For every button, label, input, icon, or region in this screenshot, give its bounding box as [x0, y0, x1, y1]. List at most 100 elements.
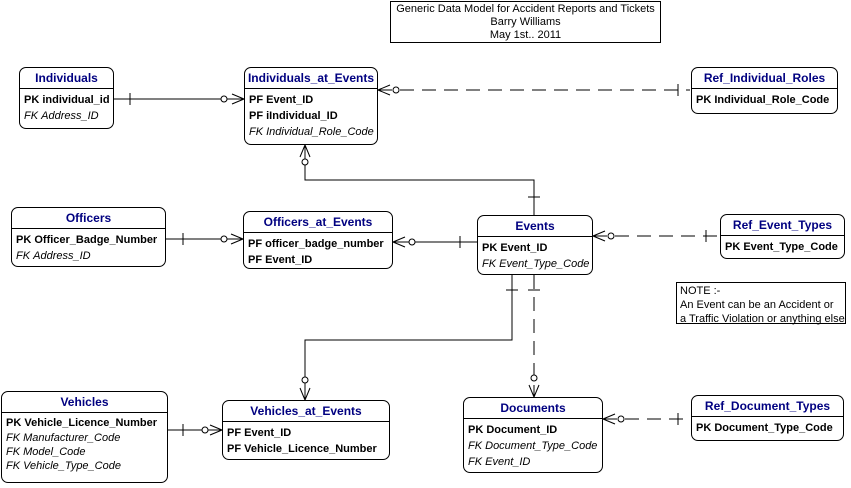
attribute-tag: PF [227, 427, 242, 439]
attribute-row: FK Model_Code [6, 445, 163, 459]
entity-officers[interactable]: Officers PK Officer_Badge_Number FK Addr… [11, 207, 166, 267]
entity-name: Officers [12, 208, 165, 229]
entity-name: Events [478, 216, 592, 237]
attribute-row: FK Individual_Role_Code [249, 124, 374, 140]
rel-events-to-officers-at-events [392, 236, 477, 248]
entity-individuals-at-events[interactable]: Individuals_at_Events PF Event_ID PF iIn… [244, 67, 378, 145]
attribute-tag: FK [24, 110, 39, 122]
attribute-row: FK Vehicle_Type_Code [6, 459, 163, 473]
attribute-row: FK Document_Type_Code [468, 438, 598, 454]
rel-events-to-vehicles-at-events [299, 275, 518, 401]
entity-name: Individuals_at_Events [245, 68, 377, 89]
entity-name: Ref_Event_Types [721, 215, 844, 236]
attribute-tag: FK [249, 126, 264, 138]
attribute-tag: FK [6, 460, 21, 472]
attribute-row: PK Document_Type_Code [696, 420, 839, 436]
attribute-name: Event_Type_Code [743, 241, 838, 253]
entity-ref-document-types[interactable]: Ref_Document_Types PK Document_Type_Code [691, 395, 844, 441]
rel-vehicles-to-vehicles-at-events [168, 424, 223, 436]
attribute-row: PF Event_ID [249, 92, 373, 108]
attribute-tag: PF [249, 110, 264, 122]
attribute-name: iIndividual_ID [266, 110, 338, 122]
attribute-row: FK Event_Type_Code [482, 256, 589, 272]
attribute-row: PK Individual_Role_Code [696, 92, 833, 108]
attribute-name: Officer_Badge_Number [34, 234, 158, 246]
attribute-name: Individual_Role_Code [714, 94, 830, 106]
entity-individuals[interactable]: Individuals PK individual_id FK Address_… [19, 67, 114, 129]
entity-ref-event-types[interactable]: Ref_Event_Types PK Event_Type_Code [720, 214, 845, 259]
attribute-name: Document_Type_Code [485, 440, 598, 452]
attribute-row: PK Vehicle_Licence_Number [6, 415, 163, 431]
rel-documents-to-ref-document-types [602, 413, 691, 425]
attribute-row: PF officer_badge_number [248, 236, 388, 252]
attribute-tag: PK [696, 422, 712, 434]
attribute-name: Event_ID [244, 427, 292, 439]
attribute-name: Address_ID [41, 110, 99, 122]
entity-name: Individuals [20, 68, 113, 89]
attribute-row: PK individual_id [24, 92, 110, 108]
attribute-tag: PF [248, 238, 263, 250]
entity-vehicles-at-events[interactable]: Vehicles_at_Events PF Event_ID PF Vehicl… [222, 400, 390, 460]
note-box: NOTE :- An Event can be an Accident or a… [676, 282, 846, 325]
attribute-tag: PK [696, 94, 712, 106]
attribute-row: PK Event_Type_Code [725, 239, 840, 255]
attribute-tag: FK [16, 250, 31, 262]
attribute-row: PK Event_ID [482, 240, 588, 256]
attribute-row: PK Officer_Badge_Number [16, 232, 161, 248]
rel-events-to-individuals-at-events [299, 144, 540, 215]
attribute-tag: FK [6, 432, 21, 444]
attribute-name: officer_badge_number [265, 238, 384, 250]
entity-documents[interactable]: Documents PK Document_ID FK Document_Typ… [463, 397, 603, 473]
attribute-name: Model_Code [23, 446, 86, 458]
attribute-tag: FK [6, 446, 21, 458]
note-line-2: a Traffic Violation or anything else [680, 313, 845, 325]
diagram-title: Generic Data Model for Accident Reports … [396, 3, 655, 15]
attribute-tag: PK [482, 242, 498, 254]
entity-name: Ref_Document_Types [692, 396, 843, 417]
attribute-row: PF Vehicle_Licence_Number [227, 441, 385, 457]
attribute-name: Document_ID [486, 424, 558, 436]
attribute-tag: PK [16, 234, 32, 246]
attribute-tag: PF [248, 254, 263, 266]
attribute-row: FK Address_ID [24, 108, 109, 124]
attribute-row: PK Document_ID [468, 422, 598, 438]
attribute-tag: PK [468, 424, 484, 436]
rel-individuals-to-individuals-at-events [114, 93, 245, 105]
diagram-author: Barry Williams [490, 16, 561, 28]
entity-name: Documents [464, 398, 602, 419]
entity-events[interactable]: Events PK Event_ID FK Event_Type_Code [477, 215, 593, 275]
attribute-name: Vehicle_Type_Code [23, 460, 121, 472]
attribute-row: PF Event_ID [248, 252, 388, 268]
attribute-name: Individual_Role_Code [266, 126, 374, 138]
attribute-tag: FK [468, 440, 483, 452]
note-line-1: An Event can be an Accident or [680, 299, 834, 311]
attribute-tag: FK [482, 258, 497, 270]
diagram-title-box: Generic Data Model for Accident Reports … [390, 1, 661, 43]
attribute-row: FK Event_ID [468, 454, 598, 470]
entity-name: Vehicles_at_Events [223, 401, 389, 422]
entity-name: Ref_Individual_Roles [692, 68, 837, 89]
attribute-row: PF iIndividual_ID [249, 108, 373, 124]
attribute-tag: PK [6, 417, 22, 429]
note-heading: NOTE :- [680, 285, 721, 297]
attribute-row: FK Address_ID [16, 248, 161, 264]
entity-officers-at-events[interactable]: Officers_at_Events PF officer_badge_numb… [243, 211, 393, 269]
attribute-tag: FK [468, 456, 483, 468]
rel-events-to-ref-event-types [592, 230, 720, 242]
attribute-name: Event_ID [485, 456, 531, 468]
entity-name: Vehicles [2, 392, 167, 413]
rel-individuals-at-events-to-ref-individual-roles [377, 84, 690, 96]
attribute-tag: PF [249, 94, 264, 106]
attribute-name: Vehicle_Licence_Number [244, 443, 377, 455]
attribute-name: Manufacturer_Code [23, 432, 121, 444]
rel-officers-to-officers-at-events [166, 233, 244, 245]
attribute-name: Event_ID [266, 94, 314, 106]
attribute-name: Document_Type_Code [714, 422, 833, 434]
diagram-date: May 1st.. 2011 [489, 29, 562, 41]
attribute-row: PF Event_ID [227, 425, 385, 441]
attribute-name: Address_ID [33, 250, 91, 262]
entity-vehicles[interactable]: Vehicles PK Vehicle_Licence_Number FK Ma… [1, 391, 168, 483]
entity-ref-individual-roles[interactable]: Ref_Individual_Roles PK Individual_Role_… [691, 67, 838, 114]
attribute-tag: PK [725, 241, 741, 253]
